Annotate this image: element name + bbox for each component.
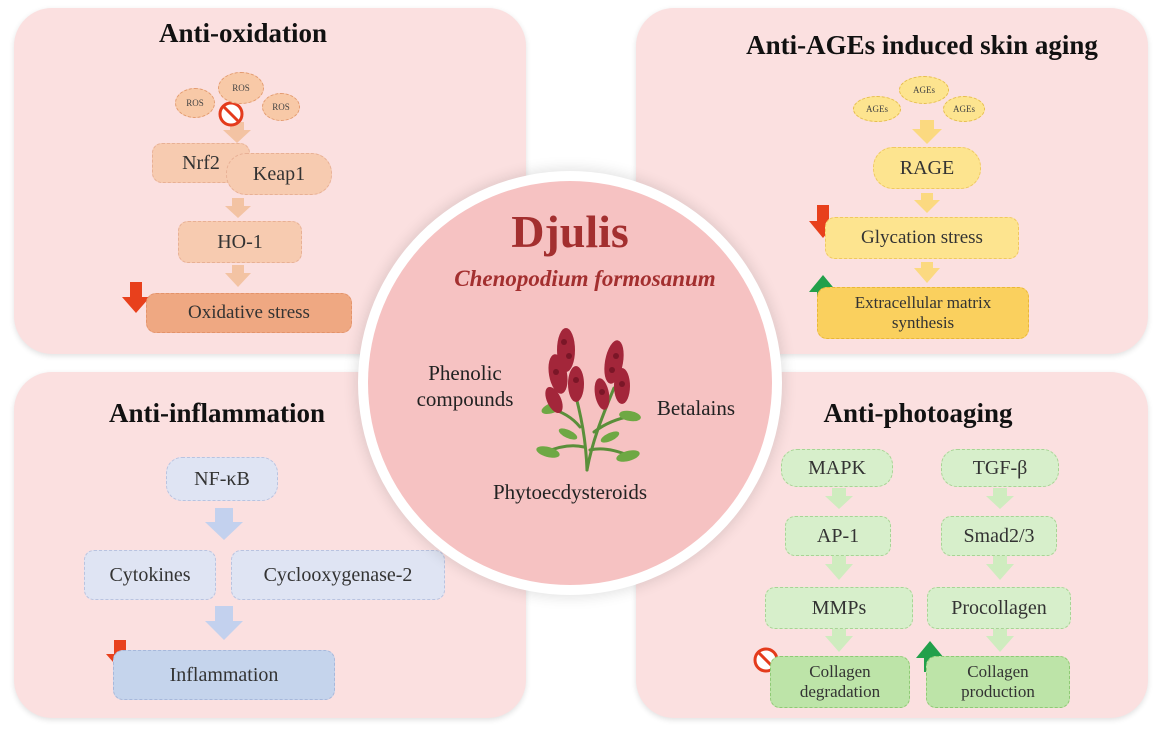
oxidative-stress-box: Oxidative stress (146, 293, 352, 333)
anti-inflammation-title: Anti-inflammation (109, 398, 325, 428)
collagen-production-box: Collagen production (926, 656, 1070, 708)
ros-bubble: ROS (262, 93, 300, 121)
keap1-box: Keap1 (226, 153, 332, 195)
ages-bubble: AGEs (943, 96, 985, 122)
djulis-title: Djulis (511, 206, 629, 257)
oxidation-arrows (223, 122, 251, 287)
ages-bubble: AGEs (899, 76, 949, 104)
degradation-line1: Collagen (809, 662, 871, 682)
ros-inhibit-icon (218, 101, 244, 127)
anti-ages-title: Anti-AGEs induced skin aging (746, 30, 1098, 60)
cytokines-box: Cytokines (84, 550, 216, 600)
phenolic-line2: compounds (416, 387, 514, 412)
inflammation-box: Inflammation (113, 650, 335, 700)
djulis-species: Chenopodium formosanum (454, 266, 716, 291)
ecm-line1: Extracellular matrix (854, 293, 992, 313)
djulis-plant-illustration (536, 328, 641, 472)
ros-bubble: ROS (218, 72, 264, 104)
anti-photoaging-title: Anti-photoaging (823, 398, 1013, 428)
glycation-stress-box: Glycation stress (825, 217, 1019, 259)
glycation-down-arrow (809, 205, 837, 238)
ap1-box: AP-1 (785, 516, 891, 556)
degradation-line2: degradation (799, 682, 881, 701)
inflammation-arrows (205, 508, 243, 640)
ages-arrows (912, 120, 942, 283)
collagen-degradation-box: Collagen degradation (770, 656, 910, 708)
oxidative-stress-down-arrow (122, 282, 150, 313)
cyclooxygenase-box: Cyclooxygenase-2 (231, 550, 445, 600)
anti-oxidation-title: Anti-oxidation (158, 18, 328, 48)
nfkb-box: NF-κB (166, 457, 278, 501)
ho1-box: HO-1 (178, 221, 302, 263)
photoaging-arrows (825, 488, 1014, 652)
mmps-box: MMPs (765, 587, 913, 629)
phenolic-line1: Phenolic (428, 361, 502, 385)
ages-bubble: AGEs (853, 96, 901, 122)
tgf-beta-box: TGF-β (941, 449, 1059, 487)
phytoecdysteroids-label: Phytoecdysteroids (493, 480, 647, 504)
rage-box: RAGE (873, 147, 981, 189)
phenolic-compounds-label: Phenolic compounds (417, 360, 514, 413)
production-line1: Collagen (967, 662, 1029, 682)
ecm-synthesis-box: Extracellular matrix synthesis (817, 287, 1029, 339)
ecm-line2: synthesis (891, 313, 955, 332)
ros-bubble: ROS (175, 88, 215, 118)
production-line2: production (961, 682, 1035, 701)
procollagen-box: Procollagen (927, 587, 1071, 629)
smad-box: Smad2/3 (941, 516, 1057, 556)
betalains-label: Betalains (656, 396, 736, 420)
mapk-box: MAPK (781, 449, 893, 487)
